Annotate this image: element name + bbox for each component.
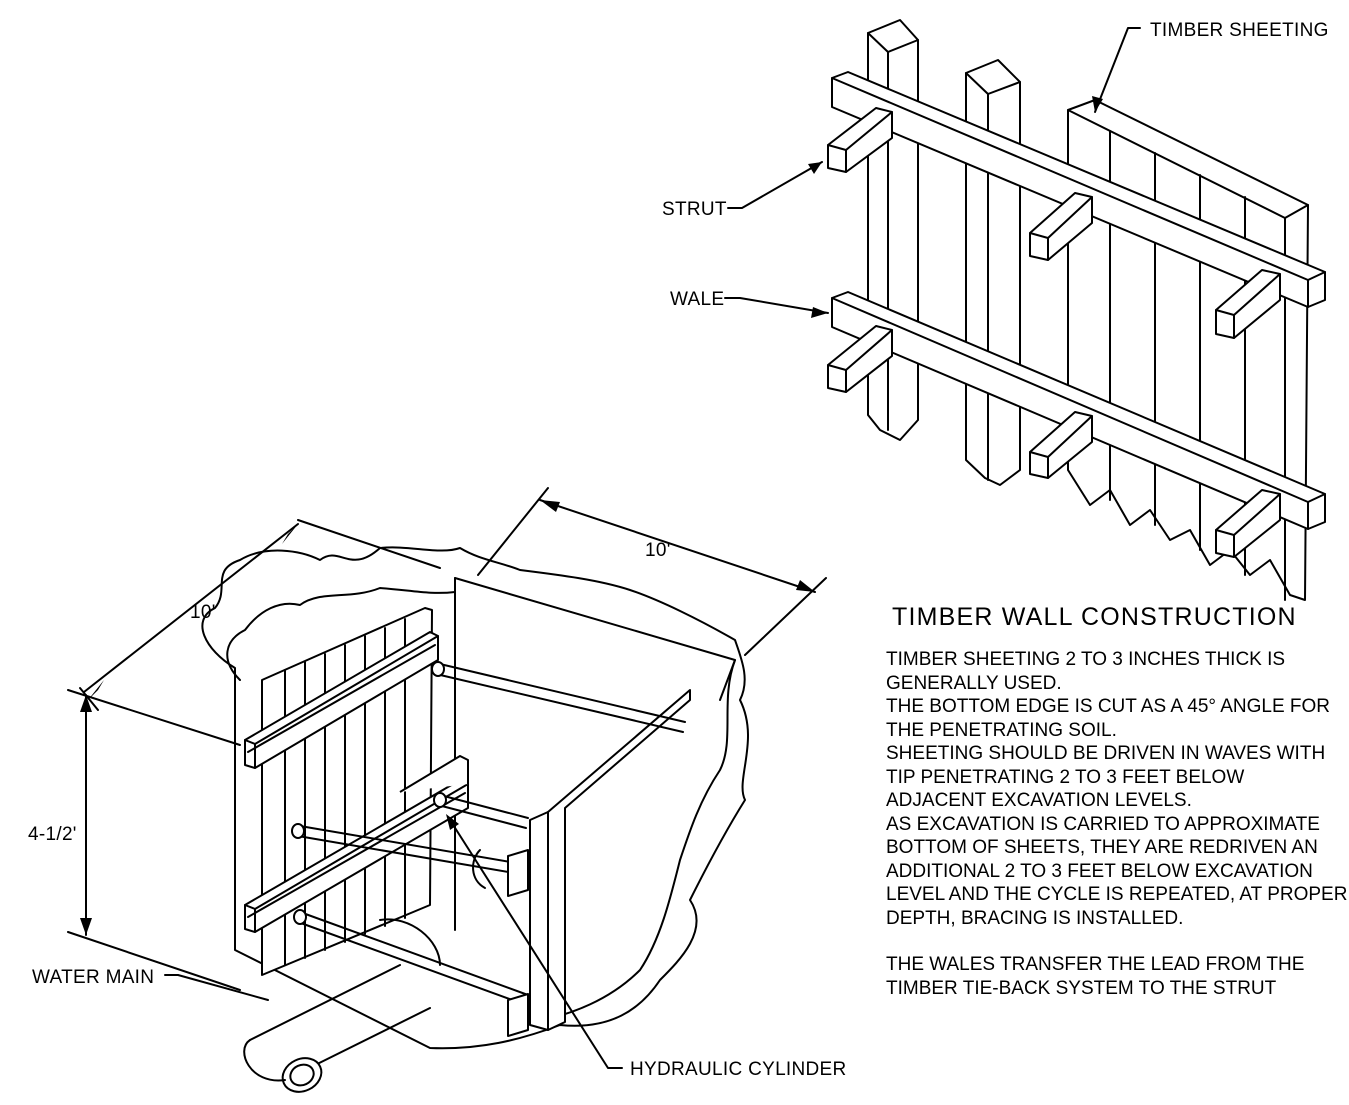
strut bbox=[1029, 411, 1093, 479]
note-line: THE WALES TRANSFER THE LEAD FROM THE bbox=[886, 954, 1305, 975]
strut bbox=[1215, 269, 1281, 339]
dimension-width bbox=[79, 519, 441, 711]
trench-excavation-detail: 10' 10' 4-1/2' WATER MAIN HYDRAULIC CYLI… bbox=[28, 487, 847, 1093]
strut bbox=[1029, 192, 1093, 261]
label-timber-sheeting: TIMBER SHEETING bbox=[1150, 20, 1329, 41]
wale-upper-left bbox=[244, 631, 439, 769]
bracket bbox=[507, 849, 529, 897]
note-line: ADDITIONAL 2 TO 3 FEET BELOW EXCAVATION bbox=[886, 860, 1313, 882]
label-dim-depth: 4-1/2' bbox=[28, 824, 77, 845]
strut-bar bbox=[291, 823, 529, 876]
spacer bbox=[886, 930, 1349, 953]
note-line: GENERALLY USED. bbox=[886, 672, 1062, 694]
leader-wale bbox=[724, 297, 829, 318]
note-line: SHEETING SHOULD BE DRIVEN IN WAVES WITH bbox=[886, 743, 1326, 764]
strut bbox=[1215, 489, 1281, 558]
label-dim-length: 10' bbox=[645, 540, 671, 561]
strut bbox=[827, 107, 893, 173]
strut-bar bbox=[431, 661, 686, 733]
timber-plank bbox=[965, 59, 1021, 486]
upper-wale bbox=[831, 71, 1326, 308]
detail-title: TIMBER WALL CONSTRUCTION bbox=[892, 603, 1297, 631]
dimension-length bbox=[477, 487, 827, 656]
lower-wale bbox=[831, 291, 1326, 530]
note-line: TIMBER SHEETING 2 TO 3 INCHES THICK IS bbox=[886, 649, 1286, 670]
note-line: TIMBER TIE-BACK SYSTEM TO THE STRUT bbox=[886, 977, 1277, 999]
note-line: LEVEL AND THE CYCLE IS REPEATED, AT PROP… bbox=[886, 884, 1348, 905]
note-line: BOTTOM OF SHEETS, THEY ARE REDRIVEN AN bbox=[886, 837, 1318, 858]
label-strut: STRUT bbox=[662, 199, 727, 220]
wale-middle-left bbox=[399, 755, 469, 793]
strut-bar bbox=[293, 909, 529, 1006]
note-line: ADJACENT EXCAVATION LEVELS. bbox=[886, 790, 1192, 811]
note-line: TIP PENETRATING 2 TO 3 FEET BELOW bbox=[886, 766, 1245, 788]
label-dim-width: 10' bbox=[190, 602, 216, 623]
dimension-depth bbox=[67, 689, 241, 991]
water-main-pipe bbox=[243, 918, 441, 1093]
note-line: AS EXCAVATION IS CARRIED TO APPROXIMATE bbox=[886, 813, 1320, 835]
right-sheeting-wall bbox=[529, 689, 691, 1031]
label-hydraulic-cylinder: HYDRAULIC CYLINDER bbox=[630, 1059, 847, 1080]
timber-wall-detail: TIMBER SHEETING STRUT WALE bbox=[662, 19, 1329, 601]
leader-timber-sheeting bbox=[1092, 27, 1141, 113]
label-wale: WALE bbox=[670, 289, 724, 310]
leader-hydraulic-cylinder bbox=[446, 814, 623, 1069]
leader-water-main bbox=[164, 974, 269, 1001]
strut-bar bbox=[433, 792, 529, 829]
note-line: THE PENETRATING SOIL. bbox=[886, 719, 1117, 741]
leader-strut bbox=[727, 161, 823, 209]
label-water-main: WATER MAIN bbox=[32, 967, 154, 988]
note-line: THE BOTTOM EDGE IS CUT AS A 45° ANGLE FO… bbox=[886, 696, 1331, 717]
pipe-end bbox=[472, 849, 486, 889]
excavation-outline bbox=[201, 546, 749, 1050]
bracket bbox=[507, 993, 529, 1037]
construction-notes: TIMBER SHEETING 2 TO 3 INCHES THICK IS G… bbox=[886, 648, 1349, 1000]
strut bbox=[827, 325, 893, 393]
note-line: DEPTH, BRACING IS INSTALLED. bbox=[886, 907, 1184, 929]
